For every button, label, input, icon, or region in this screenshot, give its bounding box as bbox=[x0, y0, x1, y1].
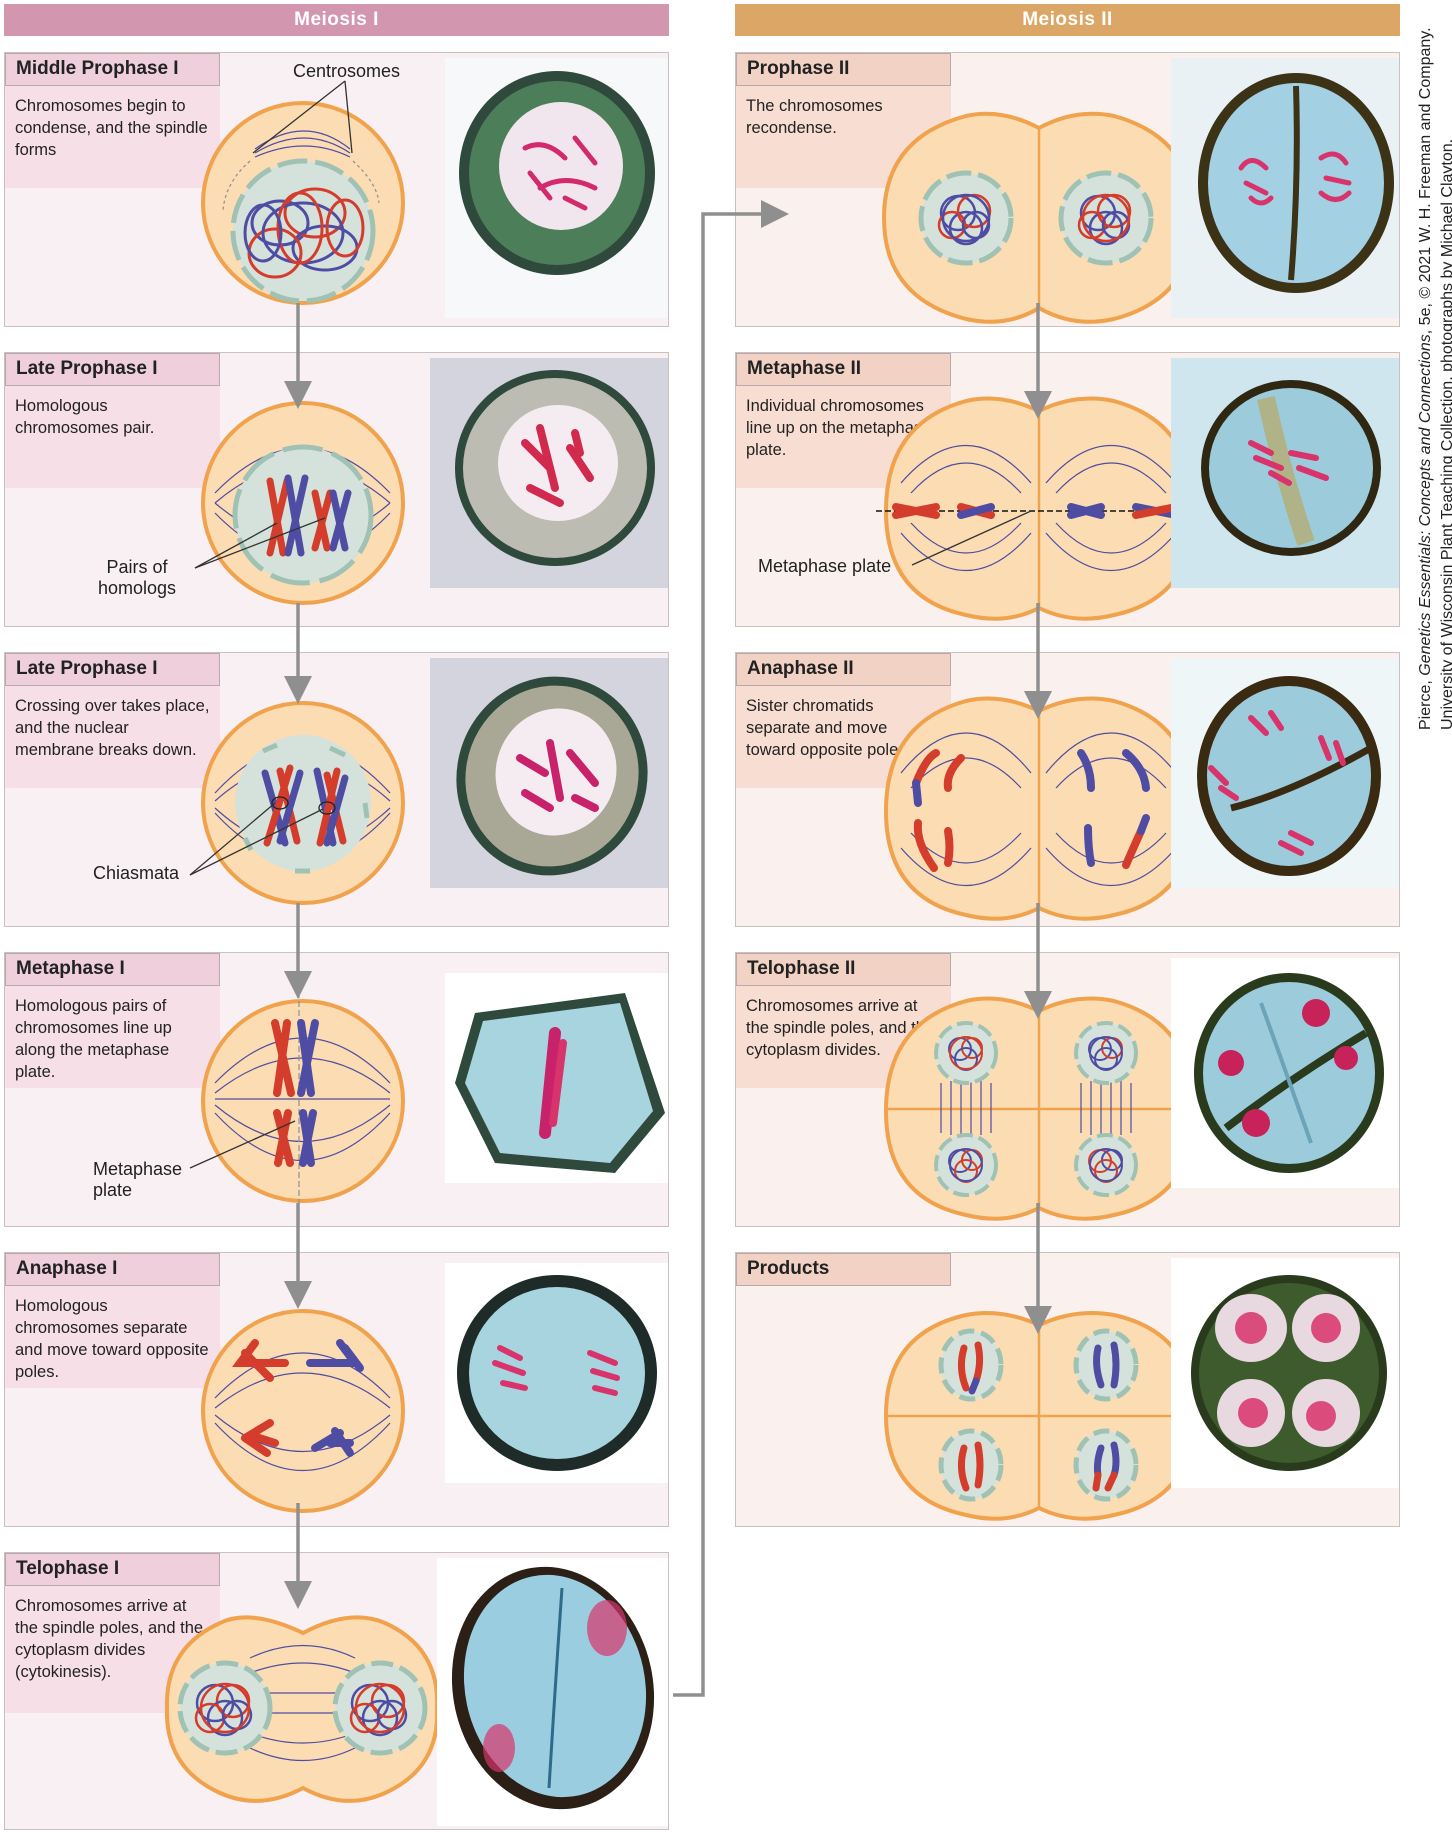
stage-title: Metaphase I bbox=[5, 953, 220, 986]
cell-diagram bbox=[883, 1311, 1176, 1521]
credit-line-1: Pierce, Genetics Essentials: Concepts an… bbox=[1417, 27, 1434, 730]
stage-description: Chromosomes arrive at the spindle poles,… bbox=[15, 1597, 204, 1681]
panel-late-prophase-1-crossing-over: Late Prophase I Crossing over takes plac… bbox=[4, 652, 669, 927]
micrograph-telophase-1 bbox=[437, 1558, 668, 1829]
micrograph-late-prophase-1-crossing-over bbox=[430, 658, 668, 893]
credit-line-2: University of Wisconsin Plant Teaching C… bbox=[1439, 139, 1452, 730]
cell-diagram bbox=[883, 996, 1176, 1221]
centrosomes-label: Centrosomes bbox=[293, 61, 401, 81]
meiosis-1-header: Meiosis I bbox=[4, 4, 669, 36]
panel-products: Products bbox=[735, 1252, 1400, 1527]
pairs-of-homologs-label: Pairs of homologs bbox=[98, 557, 177, 598]
micrograph-prophase-2 bbox=[1171, 58, 1399, 323]
panel-middle-prophase-1: Middle Prophase I Chromosomes begin to c… bbox=[4, 52, 669, 327]
metaphase-plate-label: Metaphase plate bbox=[93, 1159, 183, 1200]
stage-description: Homologous chromosomes separate and move… bbox=[15, 1297, 209, 1381]
panel-metaphase-1: Metaphase I Homologous pairs of chromoso… bbox=[4, 952, 669, 1227]
panel-anaphase-1: Anaphase I Homologous chromosomes separa… bbox=[4, 1252, 669, 1527]
stage-title: Telophase I bbox=[5, 1553, 220, 1586]
cell-diagram bbox=[189, 983, 405, 1226]
cell-diagram bbox=[883, 696, 1176, 921]
stage-title: Anaphase I bbox=[5, 1253, 220, 1286]
micrograph-anaphase-1 bbox=[445, 1263, 668, 1488]
stage-description: Crossing over takes place, and the nucle… bbox=[15, 697, 210, 759]
micrograph-products bbox=[1171, 1258, 1399, 1493]
stage-title: Middle Prophase I bbox=[5, 53, 220, 86]
cell-diagram bbox=[194, 401, 405, 605]
micrograph-metaphase-1 bbox=[445, 973, 668, 1188]
stage-description: Chromosomes begin to condense, and the s… bbox=[15, 97, 208, 159]
panel-telophase-2: Telophase II Chromosomes arrive at the s… bbox=[735, 952, 1400, 1227]
micrograph-middle-prophase-1 bbox=[445, 58, 668, 323]
cell-diagram bbox=[201, 1309, 405, 1513]
meiosis-2-header: Meiosis II bbox=[735, 4, 1400, 36]
stage-description: The chromosomes recondense. bbox=[746, 97, 883, 137]
stage-title: Late Prophase I bbox=[5, 653, 220, 686]
cell-diagram bbox=[164, 1615, 440, 1803]
credit-text: Pierce, Genetics Essentials: Concepts an… bbox=[1408, 10, 1452, 730]
metaphase-plate-2-label: Metaphase plate bbox=[758, 556, 892, 576]
panel-prophase-2: Prophase II The chromosomes recondense. bbox=[735, 52, 1400, 327]
panel-metaphase-2: Metaphase II Individual chromosomes line… bbox=[735, 352, 1400, 627]
micrograph-telophase-2 bbox=[1171, 958, 1399, 1193]
panel-telophase-1: Telophase I Chromosomes arrive at the sp… bbox=[4, 1552, 669, 1830]
stage-title: Prophase II bbox=[736, 53, 951, 86]
cell-diagram bbox=[876, 396, 1176, 621]
cell-diagram bbox=[201, 80, 405, 305]
chiasmata-label: Chiasmata bbox=[93, 863, 180, 883]
cell-diagram bbox=[189, 701, 405, 905]
stage-description: Homologous chromosomes pair. bbox=[15, 397, 155, 437]
stage-description: Homologous pairs of chromosomes line up … bbox=[15, 997, 172, 1081]
panel-anaphase-2: Anaphase II Sister chromatids separate a… bbox=[735, 652, 1400, 927]
panel-late-prophase-1-pairing: Late Prophase I Homologous chromosomes p… bbox=[4, 352, 669, 627]
cell-diagram bbox=[881, 111, 1176, 324]
micrograph-late-prophase-1-pairing bbox=[430, 358, 668, 593]
micrograph-anaphase-2 bbox=[1171, 658, 1399, 893]
micrograph-metaphase-2 bbox=[1171, 358, 1399, 593]
stage-title: Late Prophase I bbox=[5, 353, 220, 386]
